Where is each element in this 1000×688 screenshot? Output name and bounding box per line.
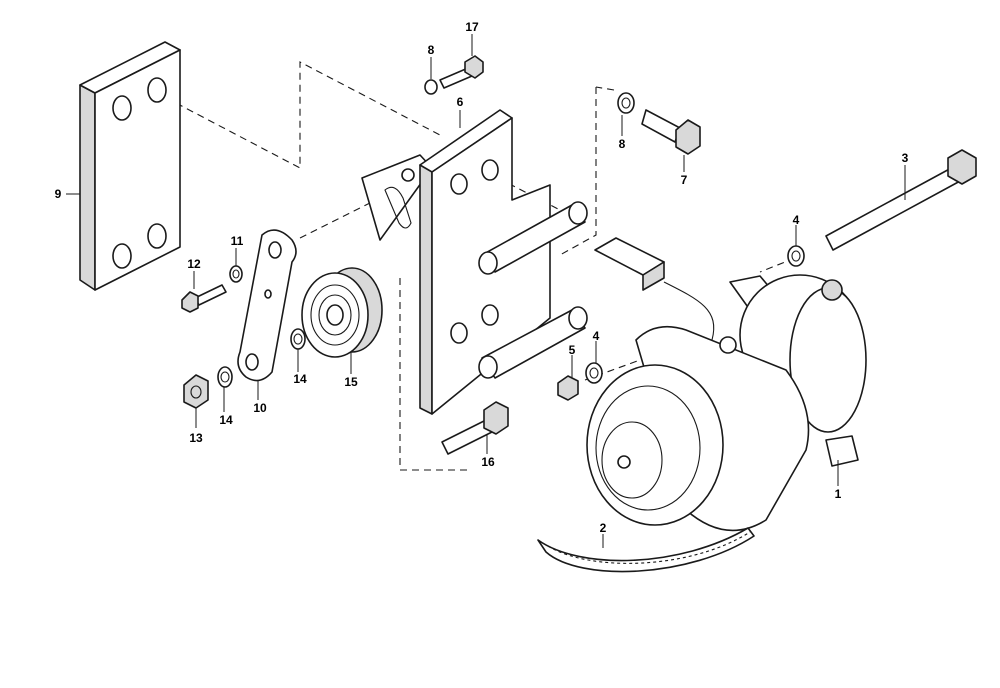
callout-8: 8 (619, 137, 626, 151)
callout-13: 13 (189, 431, 203, 445)
part-9-plate (79, 41, 181, 291)
callout-5: 5 (569, 343, 576, 357)
part-10-link (237, 229, 297, 382)
part-2-belt (537, 527, 755, 573)
callout-4: 4 (593, 329, 600, 343)
callouts: 1 2 3 4 4 5 6 7 8 8 9 10 11 12 13 14 14 … (55, 20, 909, 535)
callout-16: 16 (481, 455, 495, 469)
callout-7: 7 (681, 173, 688, 187)
callout-1: 1 (835, 487, 842, 501)
callout-14: 14 (219, 413, 233, 427)
callout-15: 15 (344, 375, 358, 389)
part-6-bracket (361, 109, 588, 415)
callout-2: 2 (600, 521, 607, 535)
callout-6: 6 (457, 95, 464, 109)
part-15-pulley (301, 267, 383, 358)
callout-4: 4 (793, 213, 800, 227)
hardware (181, 55, 977, 455)
part-1-compressor (586, 274, 867, 532)
leader-lines (66, 34, 906, 548)
callout-17: 17 (465, 20, 479, 34)
callout-12: 12 (187, 257, 201, 271)
callout-8: 8 (428, 43, 435, 57)
callout-11: 11 (231, 234, 244, 248)
callout-9: 9 (55, 187, 62, 201)
callout-3: 3 (902, 151, 909, 165)
callout-10: 10 (253, 401, 267, 415)
callout-14: 14 (293, 372, 307, 386)
